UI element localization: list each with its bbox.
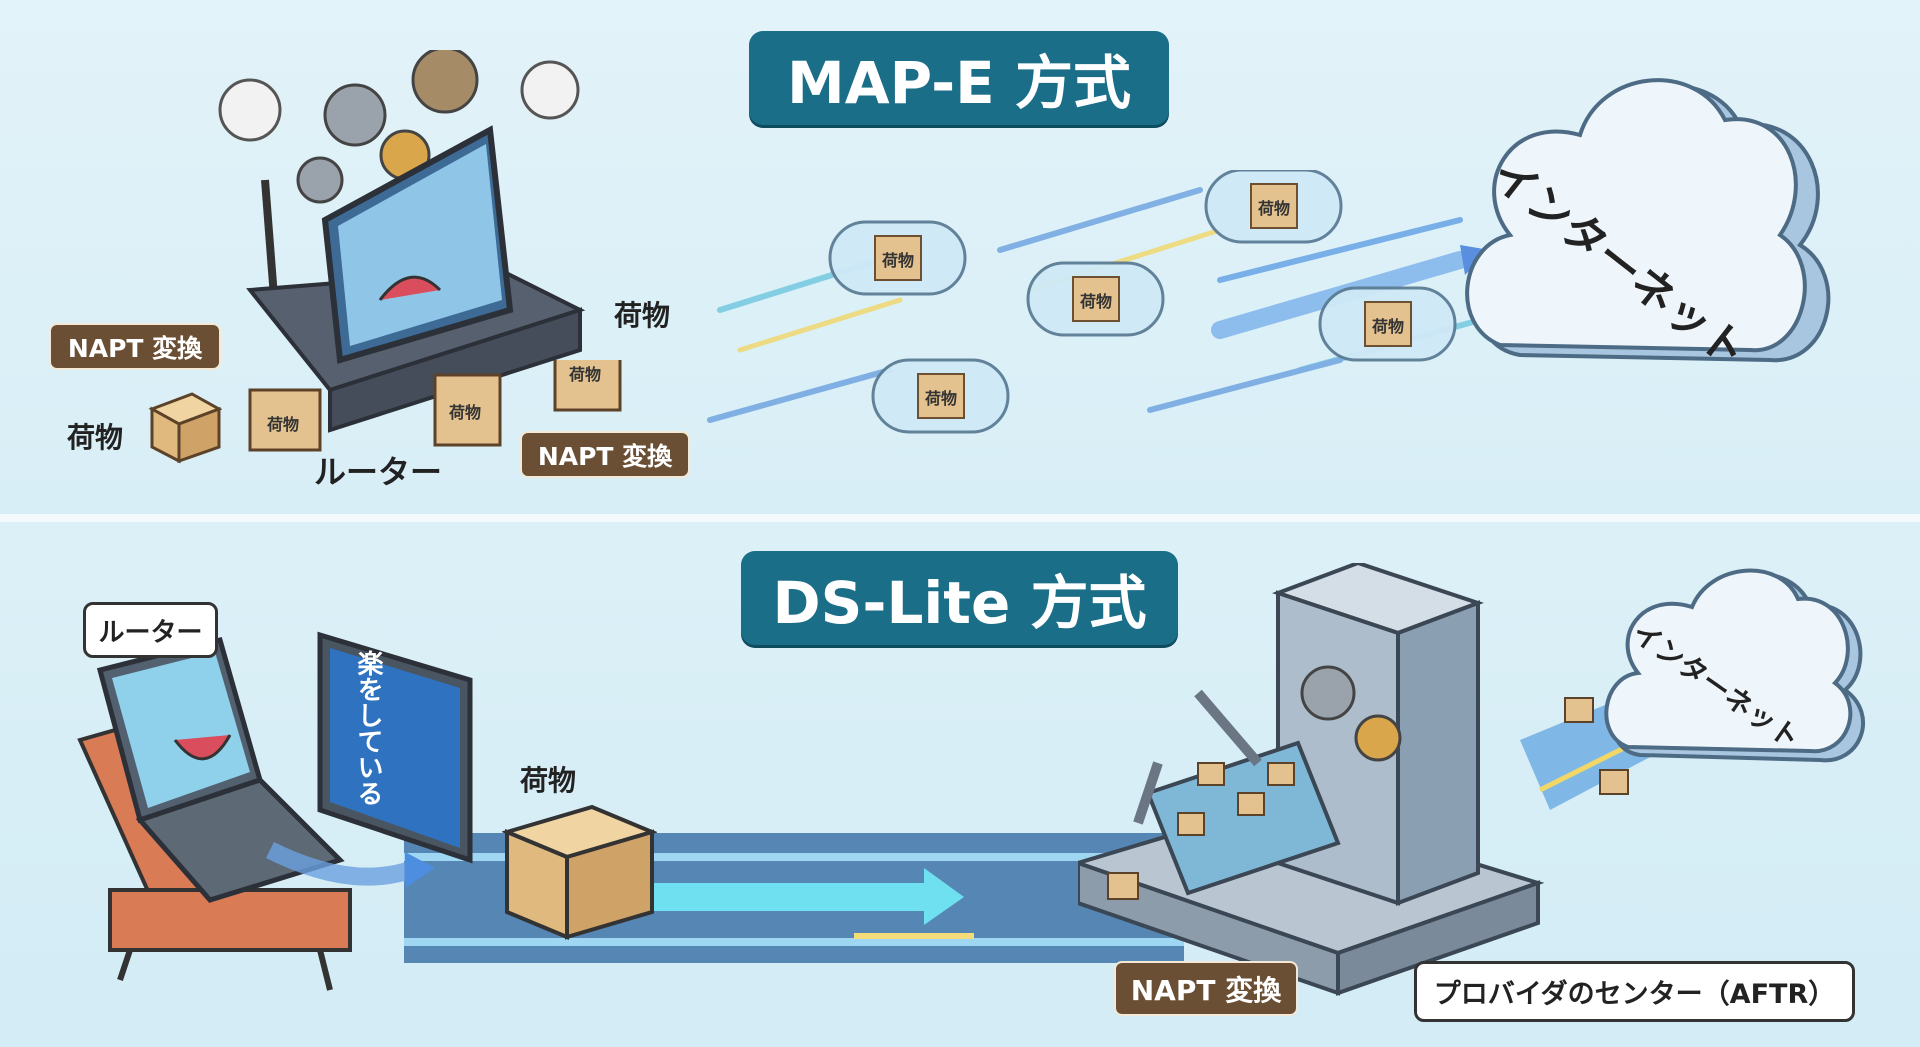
- svg-text:荷物: 荷物: [449, 403, 481, 422]
- napt-label: NAPT 変換: [520, 431, 690, 478]
- capsule: [1318, 286, 1457, 362]
- cargo-boxes: 荷物 荷物 荷物: [248, 360, 622, 452]
- capsule: [1026, 261, 1165, 337]
- steam-icon: [520, 60, 580, 120]
- aftr-machine-illustration: [1078, 563, 1545, 996]
- internet-cloud: [1604, 568, 1865, 763]
- capsule: [1204, 170, 1343, 244]
- napt-label: NAPT 変換: [49, 323, 221, 370]
- router-illustration: [218, 50, 586, 433]
- gear-icon: [411, 50, 479, 114]
- cargo-label: 荷物: [67, 421, 124, 454]
- gear-icon: [296, 156, 344, 204]
- svg-text:荷物: 荷物: [569, 365, 601, 384]
- napt-label: NAPT 変換: [1114, 961, 1298, 1016]
- cargo-label: 荷物: [520, 764, 577, 797]
- cargo-label: 荷物: [614, 299, 671, 332]
- cargo-box-icon: [148, 392, 222, 464]
- steam-icon: [218, 78, 282, 142]
- aftr-center-label: プロバイダのセンター（AFTR）: [1414, 961, 1855, 1022]
- capsule: [828, 220, 967, 296]
- panel-divider: [0, 514, 1920, 522]
- gear-icon: [1354, 714, 1402, 762]
- gear-icon: [323, 83, 387, 147]
- laptop-router-illustration: [77, 631, 473, 991]
- router-callout: ルーター: [83, 602, 218, 658]
- ds-lite-title: DS-Lite 方式: [741, 551, 1178, 645]
- svg-text:荷物: 荷物: [267, 415, 299, 434]
- map-e-title: MAP-E 方式: [749, 31, 1169, 125]
- gear-icon: [1300, 665, 1356, 721]
- cargo-box-icon: [502, 804, 657, 940]
- monitor-text: 楽をしている: [353, 650, 383, 806]
- capsule-group: 荷物: [828, 170, 1457, 434]
- capsule: [871, 358, 1010, 434]
- router-label: ルーター: [314, 453, 443, 491]
- internet-cloud: [1465, 78, 1831, 363]
